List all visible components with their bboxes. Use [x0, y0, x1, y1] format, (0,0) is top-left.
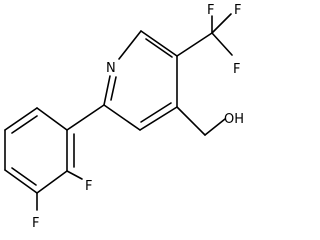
trifluoromethyl-group	[176, 13, 233, 57]
bond-pyridine-phenyl	[66, 104, 105, 131]
bond-cf3-f-right	[211, 13, 232, 34]
bond-c4-c3-inner	[140, 102, 172, 123]
bond-c6-c5-inner	[145, 38, 173, 58]
bond-ph3-ph4	[4, 169, 38, 194]
nitrogen-label: N	[106, 61, 116, 76]
bond-c4-ch2	[176, 106, 206, 136]
fluorine-ring-b-label: F	[32, 216, 39, 231]
bond-c4-c3	[139, 106, 178, 131]
fluorine-lower-label: F	[233, 62, 240, 77]
bond-c3-c2	[103, 104, 141, 131]
pyridine-ring	[103, 30, 178, 131]
bond-ph2-f	[66, 170, 83, 180]
fluorine-right-label: F	[234, 3, 241, 18]
bond-n-c6	[118, 30, 142, 60]
hydroxyl-label: OH	[224, 112, 244, 127]
chemical-structure-diagram: N F F F OH F F	[4, 3, 244, 231]
bond-c2-n-inner	[110, 76, 117, 101]
bond-ph5-ph6	[4, 107, 38, 131]
hydroxymethyl-group	[176, 106, 226, 136]
bond-c6-c5	[140, 30, 178, 57]
bond-cf3-f-lower	[211, 32, 233, 56]
bond-ph5-ph6-inner	[11, 115, 38, 134]
bond-ch2-o	[204, 118, 226, 136]
bond-c5-cf3	[176, 32, 213, 57]
bond-ph6-ph1	[36, 107, 68, 131]
difluorophenyl-ring	[4, 107, 83, 211]
bond-ph2-ph3	[36, 170, 68, 194]
fluorine-top-label: F	[207, 3, 214, 18]
bond-c2-n	[103, 75, 111, 106]
bond-ph3-ph4-inner	[11, 167, 37, 186]
fluorine-ring-a-label: F	[85, 179, 92, 194]
